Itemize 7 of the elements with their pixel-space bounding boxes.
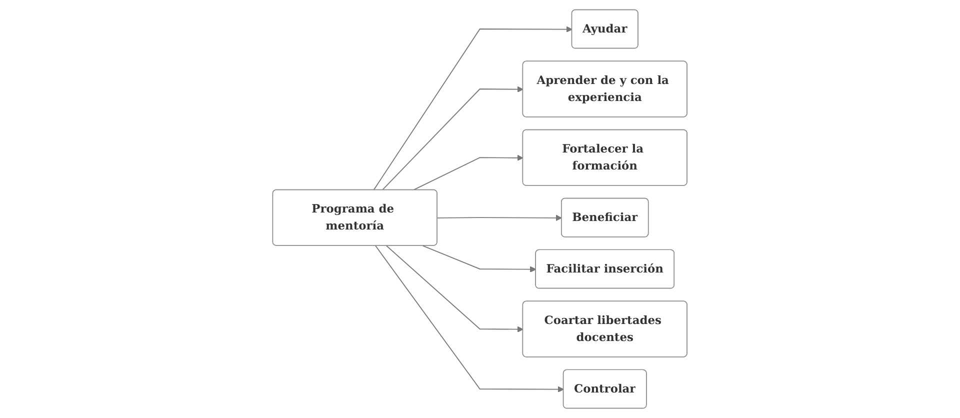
- arrow: [375, 245, 564, 392]
- arrow: [412, 154, 524, 191]
- arrow: [382, 86, 524, 191]
- arrow: [437, 214, 562, 222]
- arrow: [373, 26, 573, 191]
- arrow: [386, 245, 524, 332]
- arrow: [422, 245, 536, 272]
